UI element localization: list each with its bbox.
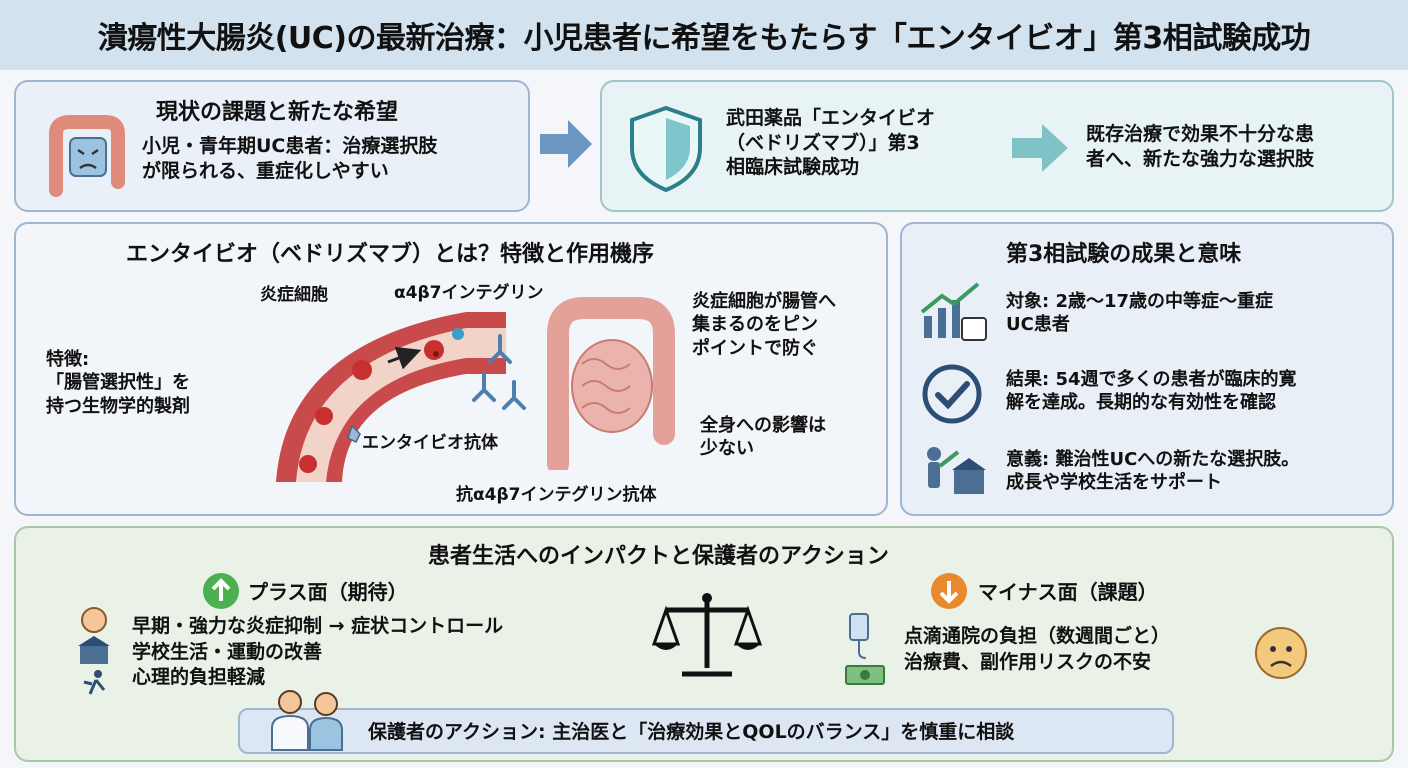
- trial-target-text: 対象: 2歳〜17歳の中等症〜重症 UC患者: [1006, 291, 1274, 336]
- check-circle-icon: [922, 364, 982, 424]
- worried-face-icon: [1255, 627, 1307, 679]
- status-title: 現状の課題と新たな希望: [156, 100, 399, 125]
- new-option-text: 既存治療で効果不十分な患 者へ、新たな強力な選択肢: [1086, 123, 1315, 170]
- minus-title: マイナス面（課題）: [978, 580, 1158, 604]
- student-school-icon: [927, 447, 986, 494]
- right-arrow-icon: [1012, 124, 1068, 172]
- integrin-label: α4β7インテグリン: [394, 283, 544, 303]
- list-item: 点滴通院の負担（数週間ごと）: [904, 625, 1171, 647]
- up-arrow-icon: [203, 573, 239, 609]
- list-item: 治療費、副作用リスクの不安: [904, 650, 1152, 673]
- down-arrow-icon: [931, 573, 967, 609]
- plus-list: 早期・強力な炎症抑制 → 症状コントロール 学校生活・運動の改善 心理的負担軽減: [132, 614, 503, 691]
- guardian-action-text: 保護者のアクション: 主治医と「治療効果とQOLのバランス」を慎重に相談: [368, 721, 1015, 743]
- status-body: 小児・青年期UC患者：治療選択肢 が限られる、重症化しやすい: [142, 135, 438, 182]
- mechanism-panel: エンタイビオ（ベドリズマブ）とは？特徴と作用機序 特徴: 「腸管選択性」を 持つ…: [14, 222, 888, 516]
- trial-meaning-text: 意義: 難治性UCへの新たな選択肢。 成長や学校生活をサポート: [1006, 449, 1300, 494]
- feature-text: 特徴: 「腸管選択性」を 持つ生物学的製剤: [46, 349, 190, 417]
- page-title-text: 潰瘍性大腸炎(UC)の最新治療：小児患者に希望をもたらす「エンタイビオ」第3相試…: [97, 21, 1311, 56]
- minus-list: 点滴通院の負担（数週間ごと） 治療費、副作用リスクの不安: [904, 624, 1170, 675]
- list-item: 心理的負担軽減: [132, 666, 266, 689]
- status-panel: 現状の課題と新たな希望 小児・青年期UC患者：治療選択肢 が限られる、重症化しや…: [14, 80, 530, 212]
- list-item: 早期・強力な炎症抑制 → 症状コントロール: [132, 615, 504, 637]
- antibody-label: エンタイビオ抗体: [362, 433, 498, 453]
- guardian-action-bar: 保護者のアクション: 主治医と「治療効果とQOLのバランス」を慎重に相談: [238, 690, 1174, 754]
- shield-icon: [630, 105, 702, 193]
- trial-success-text: 武田薬品「エンタイビオ （ベドリズマブ）」第3 相臨床試験成功: [726, 107, 936, 179]
- inflammatory-cell-label: 炎症細胞: [260, 285, 328, 305]
- trial-title: 第3相試験の成果と意味: [1006, 242, 1242, 267]
- doctors-icon: [271, 690, 343, 751]
- pinpoint-text: 炎症細胞が腸管へ 集まるのをピン ポイントで防ぐ: [692, 291, 836, 359]
- blood-vessel-illustration: [276, 312, 506, 482]
- impact-panel: 患者生活へのインパクトと保護者のアクション プラス面（期待） 早期・強力な炎症抑…: [14, 526, 1394, 762]
- plus-list-icons: [78, 607, 110, 695]
- intestine-illustration: [547, 297, 675, 470]
- list-item: 学校生活・運動の改善: [132, 640, 323, 663]
- growth-chart-icon: [920, 282, 987, 341]
- systemic-effect-text: 全身への影響は 少ない: [700, 415, 826, 460]
- page-title: 潰瘍性大腸炎(UC)の最新治療：小児患者に希望をもたらす「エンタイビオ」第3相試…: [0, 0, 1408, 70]
- iv-drip-money-icon: [845, 613, 885, 685]
- right-arrow-icon: [540, 120, 592, 168]
- plus-title: プラス面（期待）: [248, 580, 408, 604]
- news-panel: 武田薬品「エンタイビオ （ベドリズマブ）」第3 相臨床試験成功 既存治療で効果不…: [600, 80, 1394, 212]
- trial-result-text: 結果: 54週で多くの患者が臨床的寛 解を達成。長期的な有効性を確認: [1006, 369, 1297, 414]
- anti-integrin-label: 抗α4β7インテグリン抗体: [456, 485, 657, 505]
- trial-panel: 第3相試験の成果と意味 対象: 2歳〜17歳の中等症〜重症 UC患者 結果: 5…: [900, 222, 1394, 516]
- colon-sad-icon: [49, 115, 125, 197]
- impact-title: 患者生活へのインパクトと保護者のアクション: [428, 544, 889, 569]
- antibody-icon: [472, 334, 526, 410]
- balance-scale-icon: [652, 593, 762, 677]
- mechanism-title: エンタイビオ（ベドリズマブ）とは？特徴と作用機序: [126, 242, 655, 267]
